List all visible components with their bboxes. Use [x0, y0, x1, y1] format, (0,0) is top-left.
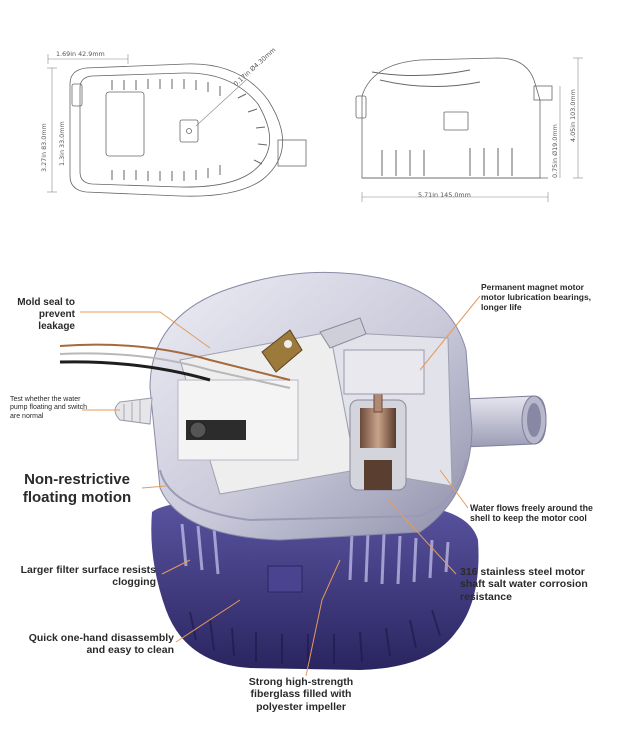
top-width-dimension-label: 1.69in 42.9mm	[56, 50, 105, 58]
callout-water-flow: Water flows freely around the shell to k…	[470, 503, 593, 524]
callout-test-switch: Test whether the water pump floating and…	[10, 396, 88, 420]
cutaway-interior	[59, 317, 453, 495]
callout-shaft: 316 stainless steel motor shaft salt wat…	[460, 566, 588, 603]
callout-leader-lines	[80, 295, 481, 677]
top-view-dimension-lines	[47, 54, 247, 193]
side-view-drawing	[355, 57, 553, 179]
side-view-dimension-lines	[361, 57, 583, 202]
filter-base	[151, 499, 479, 670]
callout-mold-seal: Mold seal to prevent leakage	[17, 297, 75, 332]
callout-motor: Permanent magnet motor motor lubrication…	[481, 282, 592, 313]
technical-drawings	[47, 54, 583, 202]
callout-disassembly: Quick one-hand disassembly and easy to c…	[28, 632, 174, 657]
side-length-dimension-label: 5.71in 145.0mm	[418, 191, 471, 199]
callout-impeller: Strong high-strength fiberglass filled w…	[248, 676, 354, 713]
callout-floating-motion: Non-restrictive floating motion	[22, 471, 132, 506]
top-view-drawing	[69, 63, 307, 197]
callout-filter-surface: Larger filter surface resists clogging	[20, 564, 156, 589]
